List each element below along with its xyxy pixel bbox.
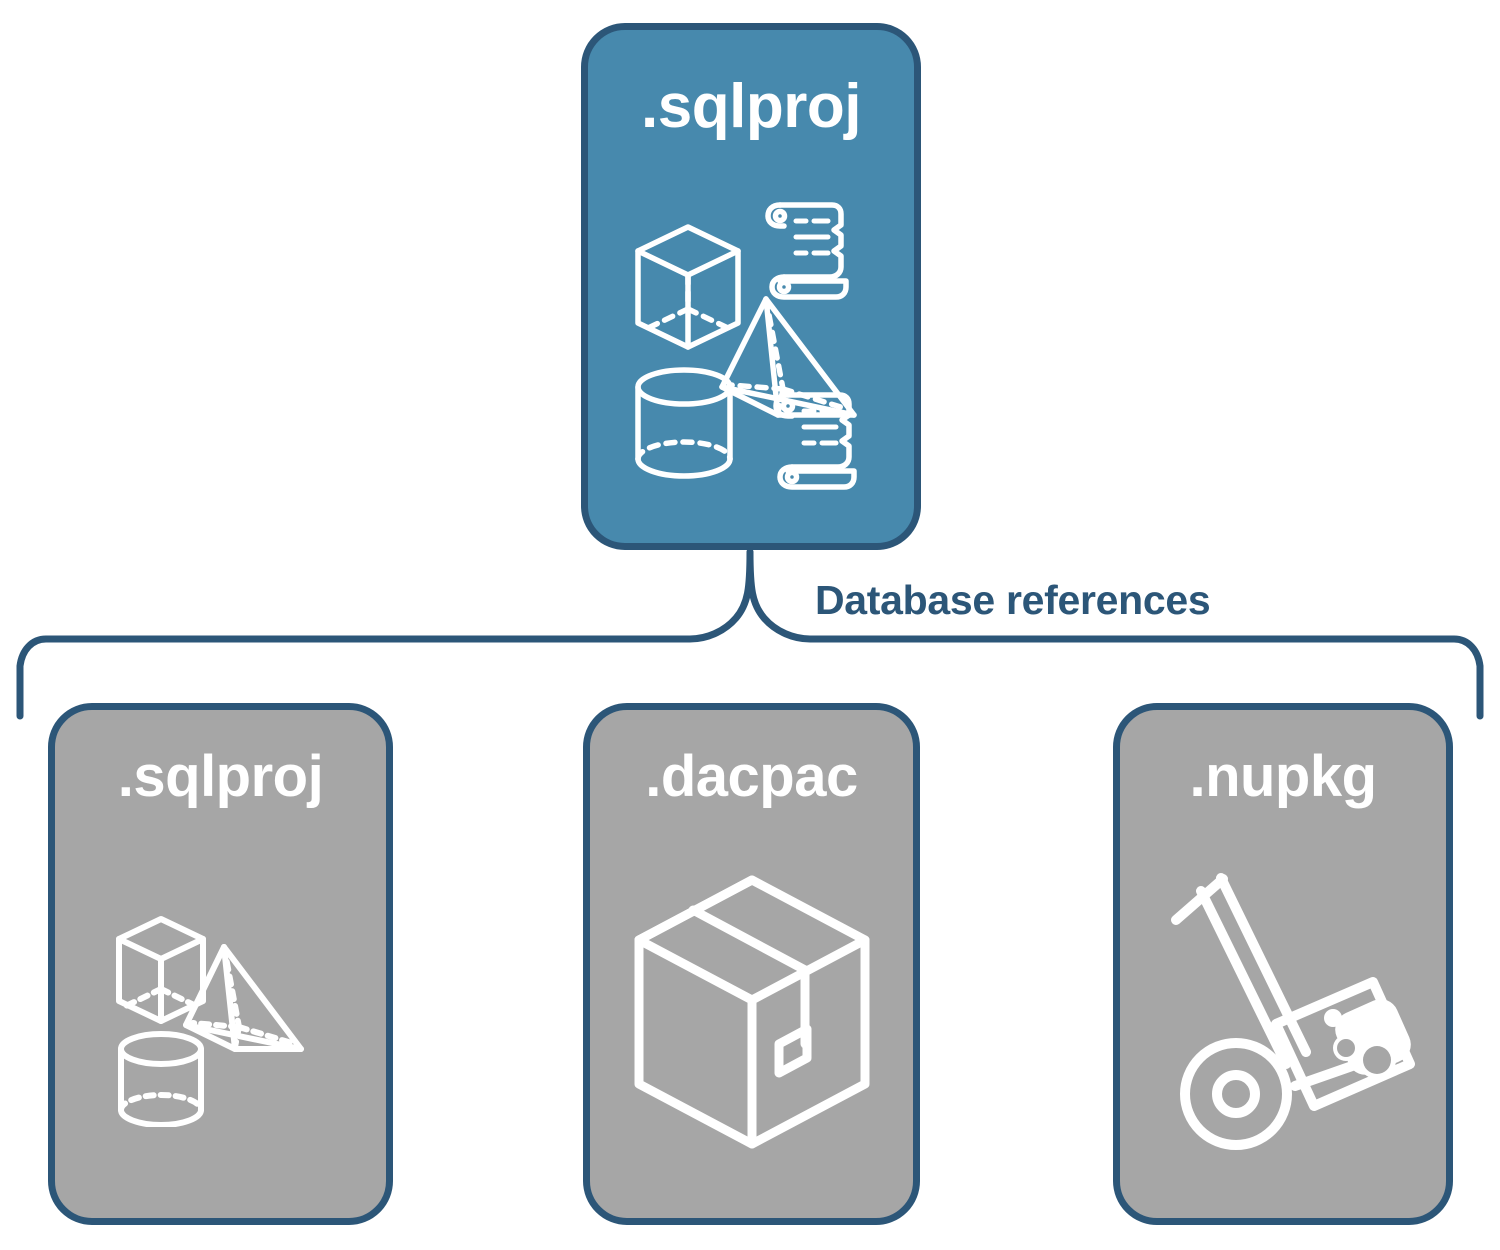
node-card-child-nupkg[interactable]: .nupkg — [1113, 703, 1453, 1225]
node-title-child-sqlproj: .sqlproj — [117, 744, 324, 809]
node-title-child-dacpac: .dacpac — [645, 744, 858, 809]
script-scroll-icon — [773, 391, 857, 490]
cylinder-3d-icon — [117, 1031, 204, 1127]
connector-label-database-references: Database references — [815, 577, 1211, 623]
script-scroll-icon — [765, 201, 849, 300]
cube-3d-icon — [635, 223, 741, 350]
cube-3d-icon — [115, 916, 206, 1024]
child-sqlproj-icon-cluster — [55, 806, 386, 1218]
cylinder-3d-icon — [635, 366, 733, 479]
node-card-child-sqlproj[interactable]: .sqlproj — [48, 703, 393, 1225]
node-card-root-sqlproj[interactable]: .sqlproj — [581, 23, 921, 550]
child-dacpac-icon-cluster — [590, 806, 913, 1218]
pyramid-3d-icon — [182, 944, 304, 1052]
database-objects-icon-group — [115, 916, 304, 1127]
nuget-mark-holes — [1337, 1039, 1391, 1074]
node-card-child-dacpac[interactable]: .dacpac — [583, 703, 920, 1225]
root-icon-cluster — [588, 138, 914, 543]
shipping-box-icon — [634, 875, 869, 1149]
child-nupkg-icon-cluster — [1120, 806, 1446, 1218]
hand-truck-package-icon — [1171, 873, 1415, 1150]
node-title-root: .sqlproj — [641, 72, 861, 141]
node-title-child-nupkg: .nupkg — [1189, 744, 1377, 809]
database-objects-icon-group — [635, 201, 857, 490]
